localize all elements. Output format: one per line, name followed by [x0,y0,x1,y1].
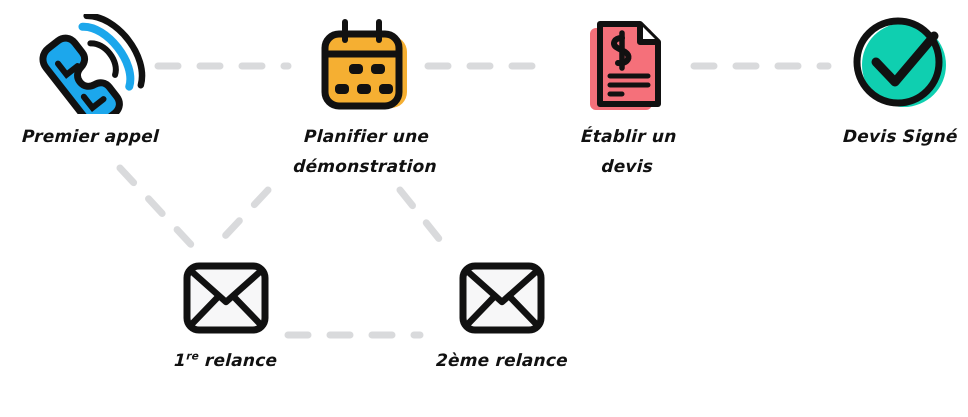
node-label-premier-appel: Premier appel [20,127,160,147]
envelope-icon [453,258,551,338]
node-etablir-devis[interactable]: Établir un devis [562,14,694,182]
node-label-planifier-demonstration: Planifier une démonstration [292,127,438,177]
node-label-etablir-devis: Établir un devis [580,127,678,177]
node-premiere-relance[interactable]: 1re relance [160,258,292,376]
node-label-devis-signe: Devis Signé [842,127,958,147]
node-planifier-demonstration[interactable]: Planifier une démonstration [293,14,438,182]
connector-appel-to-relance1 [116,164,200,254]
check-circle-icon [848,14,952,114]
node-premier-appel[interactable]: Premier appel [20,12,160,152]
relance-ordinal-suffix: re [186,350,200,363]
relance-word: relance [198,351,279,371]
connector-demo-to-relance2 [396,186,452,254]
connector-demo-to-relance1 [208,186,272,254]
document-dollar-icon [578,14,678,114]
node-label-deuxieme-relance: 2ème relance [435,351,569,371]
calendar-icon [311,14,421,114]
node-devis-signe[interactable]: Devis Signé [840,14,960,152]
phone-icon [31,12,149,128]
node-deuxieme-relance[interactable]: 2ème relance [436,258,568,376]
envelope-icon [177,258,275,338]
node-label-premiere-relance: 1re relance [174,346,279,376]
